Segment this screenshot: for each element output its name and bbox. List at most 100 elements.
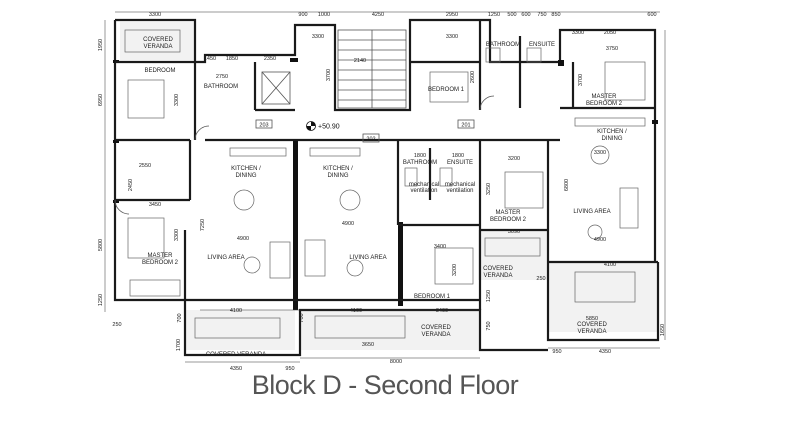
dim-mid-2: 3450 (149, 202, 161, 208)
dim-bottom-6: 3650 (362, 342, 374, 348)
room-ensuite-201: ENSUITE (447, 160, 473, 166)
room-covered-veranda-top-2: VERANDA (143, 44, 172, 50)
dim-mid-15: 3200 (452, 264, 458, 276)
dim-mid-18: 7250 (200, 219, 206, 231)
dim-top-7: 500 (507, 12, 516, 18)
dim-bottom-8: 950 (285, 366, 294, 372)
exterior-walls (113, 18, 660, 357)
room-mech-vent-2: mechanical (445, 182, 475, 188)
dim-inner-2: 3300 (446, 34, 458, 40)
dim-bottom-15: 700 (177, 313, 183, 322)
room-covered-veranda-bottom-mid: COVERED (421, 325, 451, 331)
dim-inner-3: 1450 (204, 56, 216, 62)
room-kitchen-right-2: DINING (602, 136, 623, 142)
dim-mid-7: 2600 (470, 71, 476, 83)
unit-tags: 203 202 201 (255, 119, 475, 143)
room-covered-veranda-top: COVERED (143, 37, 173, 43)
level-label: +50.90 (318, 124, 340, 131)
furniture (114, 29, 646, 339)
dim-left-1: 1950 (98, 39, 104, 51)
veranda-bottom-left (185, 310, 295, 350)
stair (261, 29, 407, 109)
veranda-right (548, 262, 658, 332)
room-bedroom-1-201: BEDROOM 1 (414, 294, 451, 300)
room-kitchen-202: KITCHEN / (323, 166, 353, 172)
dim-mid-8: 3700 (578, 74, 584, 86)
dimension-labels: 3300 900 1000 4250 2950 1250 500 750 600… (98, 12, 666, 372)
dim-inner-4: 3750 (606, 46, 618, 52)
dim-top-9: 600 (521, 12, 530, 18)
room-master-bedroom-2-201-2: BEDROOM 2 (490, 217, 527, 223)
dim-left-4: 5800 (98, 239, 104, 251)
room-master-bedroom-2-right: MASTER (591, 94, 617, 100)
dim-bottom-2: 4100 (350, 308, 362, 314)
dim-mid-21: 2450 (128, 179, 134, 191)
dim-inner-5: 2050 (604, 30, 616, 36)
dim-mid-1: 2550 (139, 163, 151, 169)
dim-top-3: 1000 (318, 12, 330, 18)
dim-mid-6: 2140 (354, 58, 366, 64)
dimension-lines (104, 11, 666, 363)
room-mech-vent-1: mechanical (409, 182, 439, 188)
dim-inner-6: 3300 (572, 30, 584, 36)
dim-inner-1: 3300 (312, 34, 324, 40)
unit-tag-203-box (255, 119, 273, 129)
room-living-202: LIVING AREA (349, 255, 386, 261)
dim-bottom-17: 750 (486, 321, 492, 330)
room-covered-veranda-201-2: VERANDA (483, 273, 512, 279)
dim-bottom-1: 4100 (230, 308, 242, 314)
dim-bottom-14: 1650 (660, 324, 666, 336)
dim-bottom-3: 3400 (436, 308, 448, 314)
dim-bottom-13: 1250 (486, 290, 492, 302)
room-bathroom-top: BATHROOM (486, 42, 520, 48)
dim-bottom-18: 250 (536, 276, 545, 282)
floor-plan: 203 202 201 +50.90 COVERED VERANDA BEDRO… (98, 11, 666, 372)
dim-mid-20: 3250 (486, 183, 492, 195)
dim-mid-11: 4900 (237, 236, 249, 242)
room-bedroom-1-top: BEDROOM 1 (428, 87, 465, 93)
room-bathroom-201: BATHROOM (403, 160, 437, 166)
dim-mid-19: 3300 (174, 229, 180, 241)
unit-tag-201: 201 (461, 123, 470, 129)
dim-top-10: 850 (551, 12, 560, 18)
room-mech-vent-2-2: ventilation (446, 188, 473, 194)
dim-bottom-12: 1700 (176, 339, 182, 351)
dim-bottom-16: 700 (299, 313, 305, 322)
veranda-top-left (120, 22, 195, 60)
room-master-bedroom-2-left: MASTER (147, 253, 173, 259)
dim-left-3: 3300 (174, 94, 180, 106)
room-bedroom: BEDROOM (144, 68, 175, 74)
dim-top-5: 2950 (446, 12, 458, 18)
level-marker-fill (306, 121, 316, 131)
dim-mid-17: 6800 (564, 179, 570, 191)
dim-top-4: 4250 (372, 12, 384, 18)
dim-left-2: 6950 (98, 94, 104, 106)
room-kitchen-203-2: DINING (236, 173, 257, 179)
dim-bottom-11: 4350 (599, 349, 611, 355)
room-living-right: LIVING AREA (573, 209, 610, 215)
room-covered-veranda-right: COVERED (577, 322, 607, 328)
room-master-bedroom-2-201: MASTER (495, 210, 521, 216)
dim-mid-14: 3400 (434, 244, 446, 250)
room-master-bedroom-2-right-2: BEDROOM 2 (586, 101, 623, 107)
dim-top-11: 600 (647, 12, 656, 18)
dim-top-2: 900 (298, 12, 307, 18)
dim-inner-8: 2750 (216, 74, 228, 80)
floor-plan-drawing: 203 202 201 +50.90 COVERED VERANDA BEDRO… (98, 11, 666, 372)
room-labels: COVERED VERANDA BEDROOM BATHROOM BEDROOM… (142, 37, 627, 358)
dim-mid-16: 3090 (508, 229, 520, 235)
level-marker: +50.90 (306, 121, 340, 131)
room-covered-veranda-201: COVERED (483, 266, 513, 272)
room-master-bedroom-2-left-2: BEDROOM 2 (142, 260, 179, 266)
dim-top-8: 750 (537, 12, 546, 18)
veranda-bottom-mid (300, 310, 480, 350)
dim-top-1: 3300 (149, 12, 161, 18)
room-ensuite-top: ENSUITE (529, 42, 555, 48)
interior-walls (115, 20, 658, 310)
dim-top-6: 1250 (488, 12, 500, 18)
dim-bottom-5: 5850 (586, 316, 598, 322)
dim-mid-13: 4900 (594, 237, 606, 243)
room-kitchen-202-2: DINING (328, 173, 349, 179)
room-mech-vent-1-2: ventilation (410, 188, 437, 194)
dim-mid-9: 3200 (508, 156, 520, 162)
